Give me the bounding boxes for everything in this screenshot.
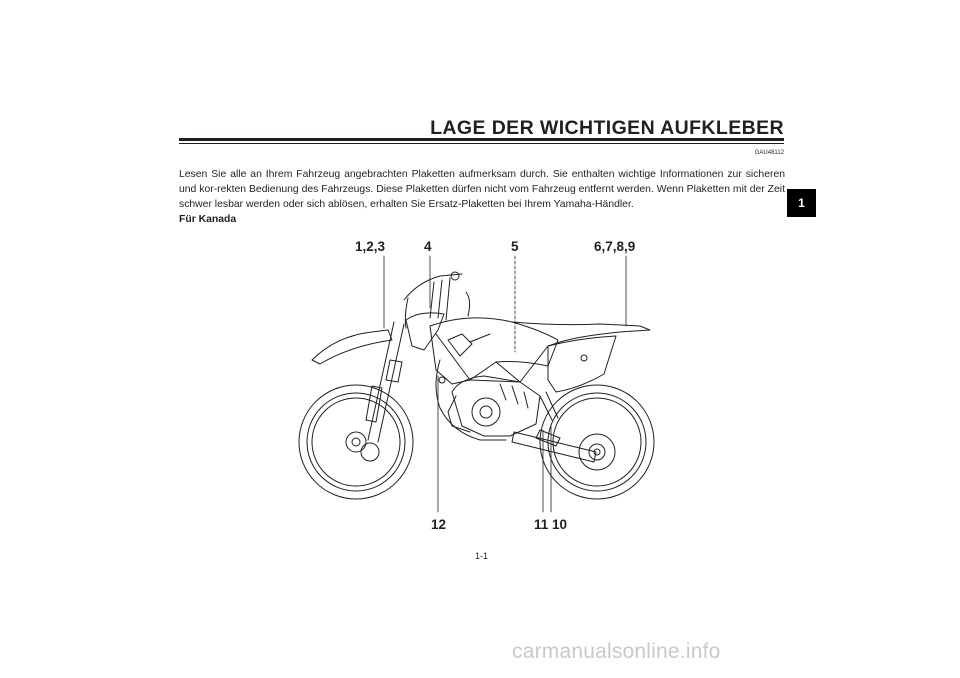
number-plate: [405, 312, 445, 351]
callout-1-2-3: 1,2,3: [355, 239, 386, 254]
front-fork: [367, 321, 405, 443]
watermark: carmanualsonline.info: [512, 640, 721, 663]
region-subheading: Für Kanada: [179, 214, 237, 225]
swingarm: [511, 431, 597, 463]
callout-11-10: 11 10: [534, 517, 568, 532]
title-rule-thick: [179, 138, 784, 141]
fuel-tank: [429, 317, 559, 385]
chapter-tab[interactable]: 1: [787, 189, 816, 217]
document-code: GAU48112: [754, 150, 784, 156]
motorcycle-diagram: [298, 255, 655, 513]
exhaust-pipe: [435, 359, 507, 441]
seat: [511, 321, 651, 347]
title-rule-thin: [179, 143, 784, 144]
page-title: LAGE DER WICHTIGEN AUFKLEBER: [430, 117, 784, 139]
engine: [447, 375, 541, 437]
front-wheel: [298, 384, 414, 500]
page-number: 1-1: [475, 551, 489, 561]
side-panel: [547, 335, 617, 393]
intro-paragraph: Lesen Sie alle an Ihrem Fahrzeug angebra…: [179, 169, 785, 210]
callout-6-7-8-9: 6,7,8,9: [594, 239, 636, 254]
callout-5: 5: [511, 239, 519, 254]
callout-12: 12: [431, 517, 447, 532]
callout-4: 4: [424, 239, 432, 254]
front-fender: [311, 329, 393, 365]
handlebar: [403, 273, 463, 321]
